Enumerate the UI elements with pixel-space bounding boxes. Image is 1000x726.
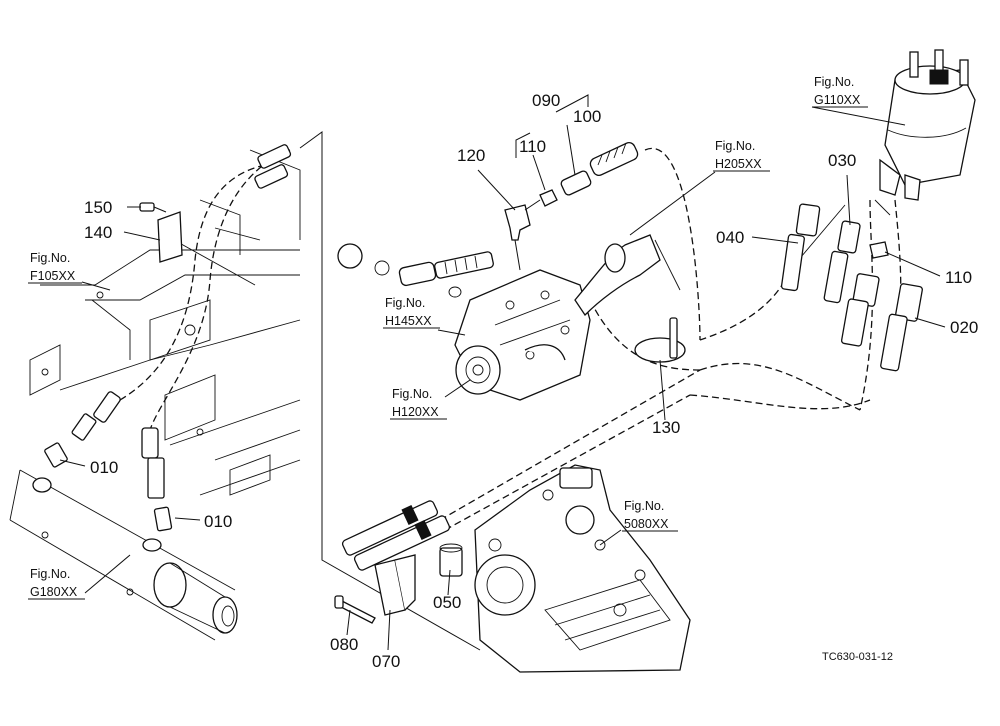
part-number-080: 080 [330,635,358,654]
fig-ref-g110[interactable]: Fig.No. G110XX [812,75,868,108]
part-number-030: 030 [828,151,856,170]
fig-ref-label: Fig.No. [30,567,70,581]
fig-ref-code: G110XX [814,93,861,107]
transmission-housing [474,464,691,673]
part-number-070: 070 [372,652,400,671]
fig-ref-code: H120XX [392,405,439,419]
leader-lines [59,94,946,651]
part-number-130: 130 [652,418,680,437]
elbow-fitting [504,204,531,271]
part-number-020: 020 [950,318,978,337]
control-valve [879,49,976,201]
drawing-code: TC630-031-12 [822,651,893,663]
hose-assembly-top [524,142,639,211]
part-number-140: 140 [84,223,112,242]
hose-fittings-left [32,144,292,552]
tractor-frame [9,131,481,651]
part-number-110-top: 110 [519,137,546,156]
hose-fitting-h145 [337,243,494,298]
fig-ref-code: G180XX [30,585,78,599]
fig-ref-f105[interactable]: Fig.No. F105XX [28,251,82,284]
hose-sleeves-bottom [334,500,463,624]
fig-ref-label: Fig.No. [30,251,70,265]
fig-ref-label: Fig.No. [715,139,755,153]
part-number-120: 120 [457,146,485,165]
fig-ref-g180[interactable]: Fig.No. G180XX [28,567,85,600]
valve-fittings [699,199,923,411]
fig-ref-code: H145XX [385,314,432,328]
fig-ref-h205[interactable]: Fig.No. H205XX [713,139,770,172]
part-number-010-lower: 010 [204,512,232,531]
fig-ref-label: Fig.No. [385,296,425,310]
fig-ref-h120[interactable]: Fig.No. H120XX [390,387,447,420]
part-number-110-right: 110 [945,268,972,287]
part-number-150: 150 [84,198,112,217]
fig-ref-code: 5080XX [624,517,669,531]
part-number-010-upper: 010 [90,458,118,477]
part-number-040: 040 [716,228,744,247]
fig-ref-label: Fig.No. [624,499,664,513]
fig-ref-h145[interactable]: Fig.No. H145XX [383,296,440,329]
fig-ref-label: Fig.No. [814,75,854,89]
fig-ref-label: Fig.No. [392,387,432,401]
fig-ref-5080[interactable]: Fig.No. 5080XX [622,499,678,532]
hydraulic-pump [454,234,681,401]
part-number-090: 090 [532,91,560,110]
hose-clamp [634,317,686,363]
fig-ref-code: H205XX [715,157,762,171]
fig-ref-code: F105XX [30,269,76,283]
part-number-050: 050 [433,593,461,612]
hose-lines-left [119,149,291,431]
part-number-100: 100 [573,107,601,126]
